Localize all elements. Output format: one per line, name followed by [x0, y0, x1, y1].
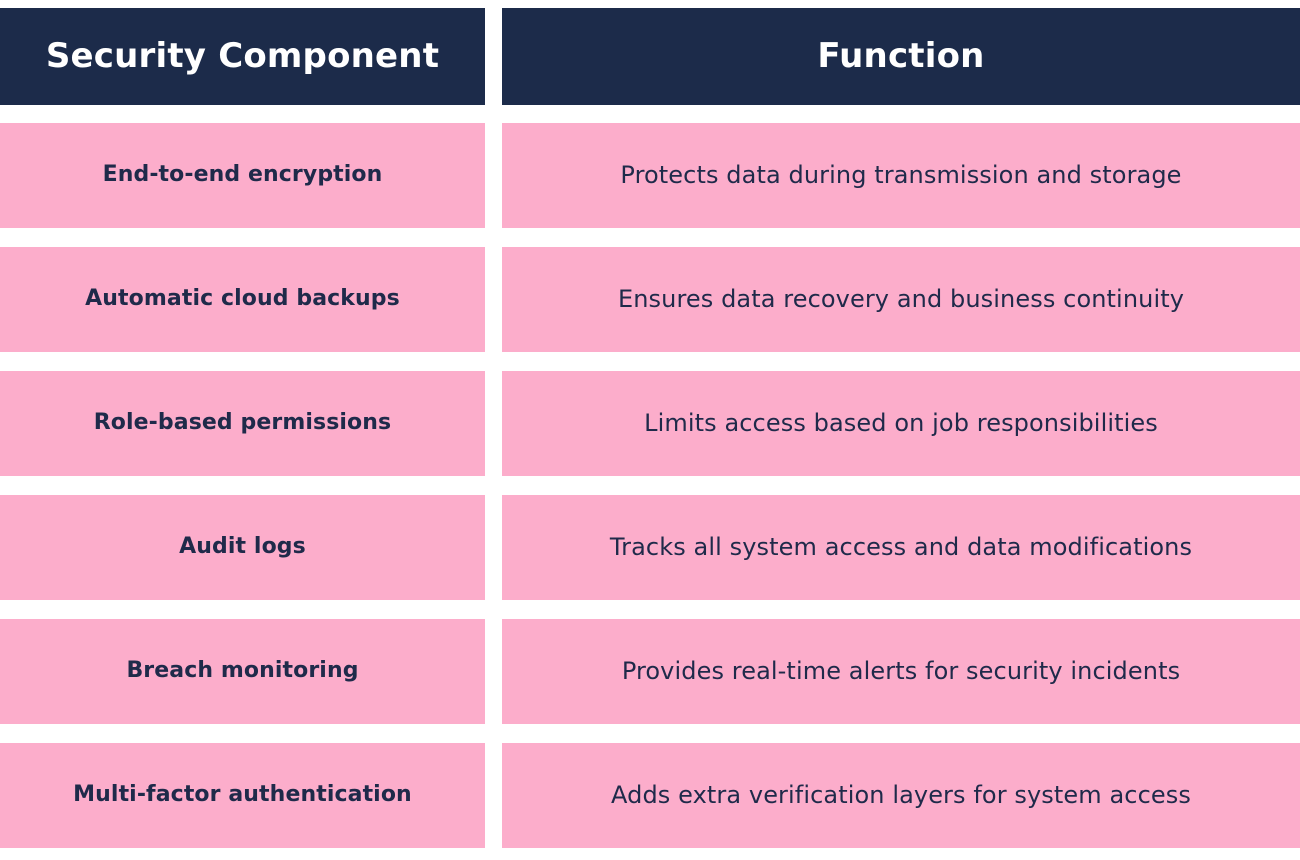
column-header-security-component: Security Component	[0, 8, 485, 105]
table-cell-function: Provides real-time alerts for security i…	[502, 619, 1300, 724]
table-cell-component: Multi-factor authentication	[0, 743, 485, 848]
table-cell-component: Automatic cloud backups	[0, 247, 485, 352]
cell-label: Adds extra verification layers for syste…	[611, 781, 1191, 810]
table-cell-function: Ensures data recovery and business conti…	[502, 247, 1300, 352]
column-header-label: Function	[817, 36, 985, 77]
column-header-function: Function	[502, 8, 1300, 105]
cell-label: Ensures data recovery and business conti…	[617, 285, 1185, 314]
cell-label: Multi-factor authentication	[73, 782, 412, 808]
cell-label: Role-based permissions	[93, 410, 392, 436]
cell-label: Provides real-time alerts for security i…	[621, 657, 1181, 686]
table-cell-function: Adds extra verification layers for syste…	[502, 743, 1300, 848]
table-cell-component: End-to-end encryption	[0, 123, 485, 228]
cell-label: Automatic cloud backups	[85, 286, 400, 312]
cell-label: Limits access based on job responsibilit…	[644, 409, 1158, 438]
column-header-label: Security Component	[45, 36, 440, 77]
cell-label: Tracks all system access and data modifi…	[609, 533, 1193, 562]
table-cell-component: Audit logs	[0, 495, 485, 600]
table-cell-function: Protects data during transmission and st…	[502, 123, 1300, 228]
cell-label: Audit logs	[179, 534, 306, 560]
table-cell-component: Breach monitoring	[0, 619, 485, 724]
cell-label: End-to-end encryption	[102, 162, 383, 188]
cell-label: Protects data during transmission and st…	[620, 161, 1182, 190]
cell-label: Breach monitoring	[126, 658, 359, 684]
table-cell-function: Tracks all system access and data modifi…	[502, 495, 1300, 600]
table-cell-component: Role-based permissions	[0, 371, 485, 476]
table-cell-function: Limits access based on job responsibilit…	[502, 371, 1300, 476]
